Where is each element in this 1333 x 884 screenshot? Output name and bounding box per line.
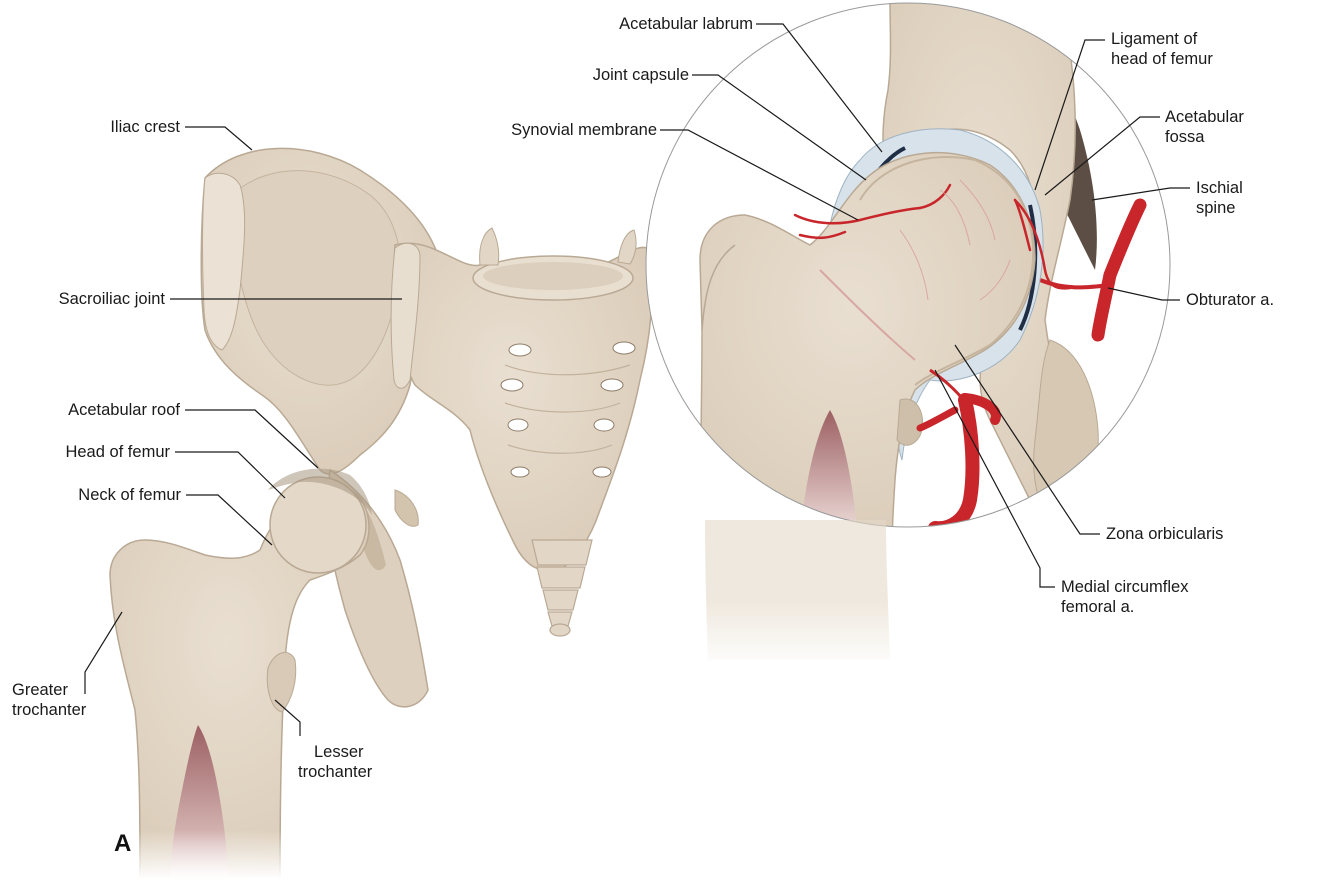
label-lesser-trochanter-line2: trochanter bbox=[298, 762, 372, 782]
label-lesser-trochanter-line1: Lesser bbox=[298, 742, 372, 762]
panel-label: A bbox=[114, 830, 131, 858]
label-synovial-membrane: Synovial membrane bbox=[511, 120, 657, 140]
label-neck-of-femur: Neck of femur bbox=[78, 485, 181, 505]
label-greater-trochanter-line2: trochanter bbox=[12, 700, 86, 720]
label-ligament-head-of-femur: Ligament of head of femur bbox=[1111, 29, 1213, 69]
label-acetabular-labrum: Acetabular labrum bbox=[619, 14, 753, 34]
label-ligament-line1: Ligament of bbox=[1111, 29, 1213, 49]
label-iliac-crest: Iliac crest bbox=[110, 117, 180, 137]
label-acetabular-fossa: Acetabular fossa bbox=[1165, 107, 1244, 147]
label-medial-circumflex-line2: femoral a. bbox=[1061, 597, 1188, 617]
label-medial-circumflex-line1: Medial circumflex bbox=[1061, 577, 1188, 597]
label-acetabular-roof: Acetabular roof bbox=[68, 400, 180, 420]
label-ligament-line2: head of femur bbox=[1111, 49, 1213, 69]
label-head-of-femur: Head of femur bbox=[65, 442, 170, 462]
label-zona-orbicularis: Zona orbicularis bbox=[1106, 524, 1223, 544]
label-joint-capsule: Joint capsule bbox=[593, 65, 689, 85]
label-medial-circumflex-femoral-artery: Medial circumflex femoral a. bbox=[1061, 577, 1188, 617]
label-ischial-spine-line1: Ischial bbox=[1196, 178, 1243, 198]
label-sacroiliac-joint: Sacroiliac joint bbox=[59, 289, 165, 309]
label-greater-trochanter-line1: Greater bbox=[12, 680, 86, 700]
label-obturator-artery: Obturator a. bbox=[1186, 290, 1274, 310]
label-lesser-trochanter: Lesser trochanter bbox=[298, 742, 372, 782]
label-ischial-spine: Ischial spine bbox=[1196, 178, 1243, 218]
label-acetabular-fossa-line2: fossa bbox=[1165, 127, 1244, 147]
label-acetabular-fossa-line1: Acetabular bbox=[1165, 107, 1244, 127]
label-greater-trochanter: Greater trochanter bbox=[12, 680, 86, 720]
label-ischial-spine-line2: spine bbox=[1196, 198, 1243, 218]
